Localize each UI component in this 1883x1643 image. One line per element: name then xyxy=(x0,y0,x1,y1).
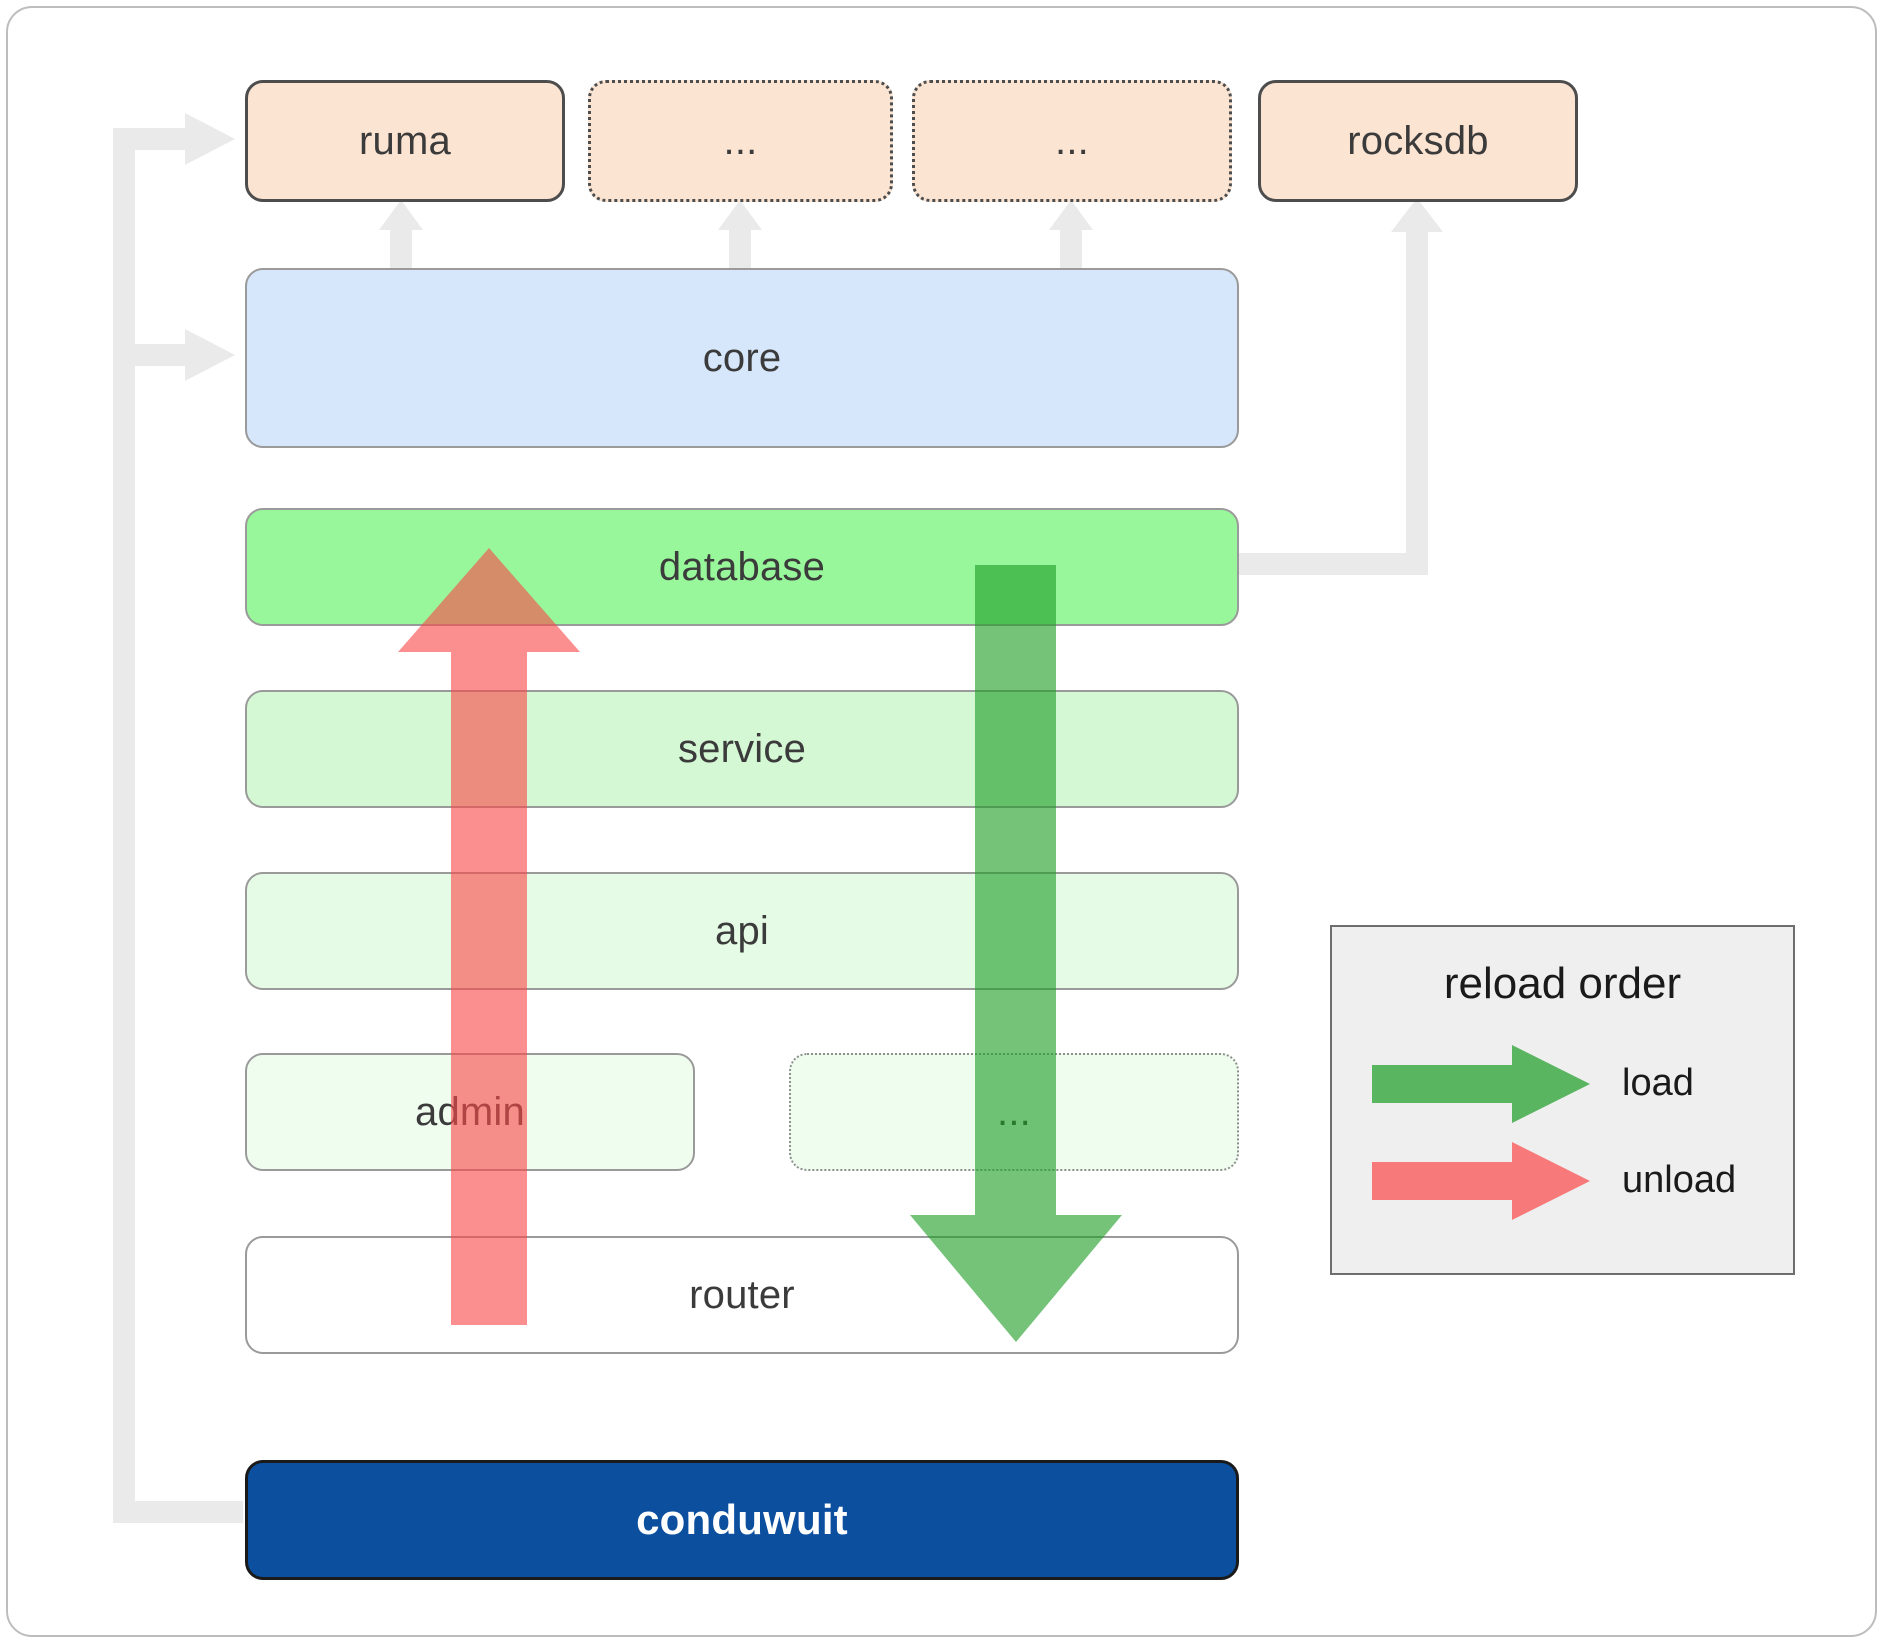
node-conduwuit-label: conduwuit xyxy=(636,1496,848,1543)
legend-title: reload order xyxy=(1443,959,1682,1008)
node-rocksdb[interactable]: rocksdb xyxy=(1258,80,1578,202)
node-router-label: router xyxy=(689,1273,795,1317)
legend-swatch-load xyxy=(1372,1045,1590,1123)
diagram-frame xyxy=(6,6,1877,1637)
node-admin[interactable]: admin xyxy=(245,1053,695,1171)
node-router[interactable]: router xyxy=(245,1236,1239,1354)
node-api[interactable]: api xyxy=(245,872,1239,990)
legend-label-unload: unload xyxy=(1622,1159,1737,1201)
node-ruma[interactable]: ruma xyxy=(245,80,565,202)
legend-swatches xyxy=(1372,1045,1590,1220)
legend-swatch-unload xyxy=(1372,1142,1590,1220)
node-ext2[interactable]: ... xyxy=(912,80,1232,202)
node-admin-label: admin xyxy=(415,1090,525,1134)
legend-panel: reload order load unload xyxy=(1330,925,1795,1275)
connector-database-to-rocksdb-vertical xyxy=(1406,215,1428,575)
node-ext2-label: ... xyxy=(1055,119,1089,163)
node-more[interactable]: ... xyxy=(789,1053,1239,1171)
node-database[interactable]: database xyxy=(245,508,1239,626)
node-service[interactable]: service xyxy=(245,690,1239,808)
node-ruma-label: ruma xyxy=(359,119,451,163)
connector-left-branch-ruma xyxy=(113,128,185,150)
node-api-label: api xyxy=(715,909,769,953)
node-database-label: database xyxy=(658,545,826,589)
connector-left-to-conduwuit xyxy=(113,1501,243,1523)
node-more-label: ... xyxy=(997,1090,1031,1134)
connector-database-to-rocksdb-horizontal xyxy=(1222,553,1417,575)
node-core[interactable]: core xyxy=(245,268,1239,448)
node-ext1[interactable]: ... xyxy=(588,80,893,202)
node-conduwuit[interactable]: conduwuit xyxy=(245,1460,1239,1580)
node-service-label: service xyxy=(677,727,807,771)
node-ext1-label: ... xyxy=(723,119,758,163)
node-rocksdb-label: rocksdb xyxy=(1347,119,1489,163)
legend-label-load: load xyxy=(1622,1062,1694,1104)
connector-left-branch-core xyxy=(113,344,185,366)
connector-left-spine xyxy=(113,128,135,1523)
node-core-label: core xyxy=(702,336,782,380)
